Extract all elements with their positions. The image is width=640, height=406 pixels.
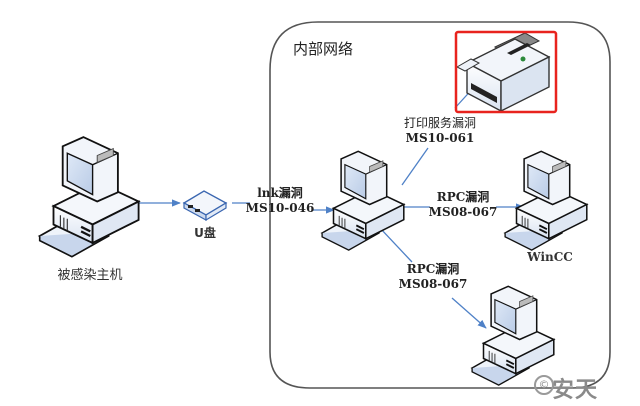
pivot-host-computer-icon bbox=[321, 150, 405, 252]
edge-label-rpc-wincc-line1: RPC漏洞 bbox=[436, 190, 490, 204]
printer-highlight-box bbox=[454, 30, 558, 114]
internal-network-boundary bbox=[269, 21, 611, 389]
edge-label-rpc-other: RPC漏洞 MS08-067 bbox=[395, 262, 471, 292]
edge-label-rpc-other-line1: RPC漏洞 bbox=[406, 262, 460, 276]
edge-pivot-to-printer-a bbox=[401, 147, 429, 186]
watermark-text: 安天 bbox=[552, 378, 599, 403]
printer-icon bbox=[455, 32, 551, 113]
infected-host-label: 被感染主机 bbox=[57, 268, 123, 283]
watermark-copyright-icon: © bbox=[534, 375, 554, 395]
edge-pivot-to-other-a bbox=[379, 227, 413, 263]
edge-label-print-line1: 打印服务漏洞 bbox=[403, 116, 476, 130]
usb-label: U盘 bbox=[194, 226, 216, 240]
infected-host-computer-icon bbox=[38, 135, 140, 258]
other-host-computer-icon bbox=[471, 285, 555, 387]
wincc-computer-icon bbox=[504, 150, 588, 252]
edge-label-lnk-line2: MS10-046 bbox=[245, 201, 315, 215]
edge-label-rpc-other-line2: MS08-067 bbox=[398, 277, 468, 291]
edge-label-lnk-line1: lnk漏洞 bbox=[257, 186, 303, 200]
edge-label-print: 打印服务漏洞 MS10-061 bbox=[390, 116, 490, 146]
usb-drive-icon bbox=[182, 190, 228, 222]
edge-pivot-to-other-b bbox=[451, 297, 487, 329]
edge-label-print-line2: MS10-061 bbox=[405, 131, 475, 145]
wincc-label: WinCC bbox=[527, 250, 573, 264]
edge-label-rpc-wincc: RPC漏洞 MS08-067 bbox=[425, 190, 501, 220]
edge-label-lnk: lnk漏洞 MS10-046 bbox=[240, 186, 320, 216]
edge-label-rpc-wincc-line2: MS08-067 bbox=[428, 205, 498, 219]
region-title: 内部网络 bbox=[293, 40, 354, 58]
